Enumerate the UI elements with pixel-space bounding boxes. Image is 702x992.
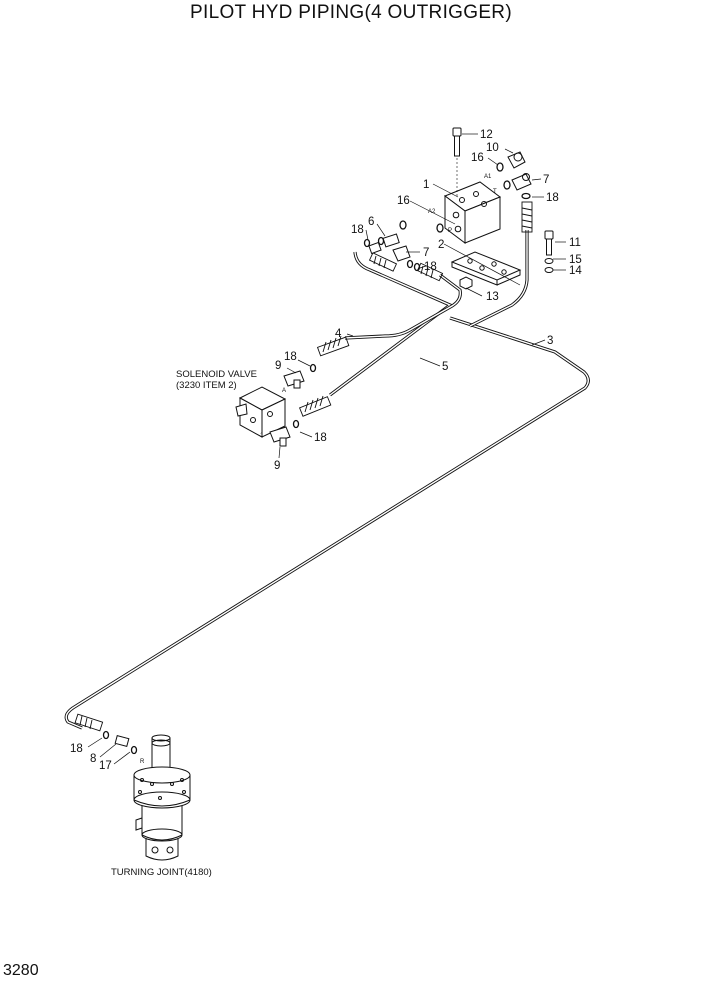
elbow-7-top [511,173,532,191]
callout-8: 8 [90,753,96,765]
turning-joint [133,734,191,861]
o-rings-solenoid [292,363,317,429]
solenoid-valve-ref: (3230 ITEM 2) [176,380,237,391]
callout-18-top-right: 18 [546,192,559,204]
callout-6: 6 [368,216,374,228]
nut-13 [459,276,473,290]
elbow-7-mid [392,245,411,262]
turning-joint-label: TURNING JOINT(4180) [111,867,212,878]
callout-18-solenoid-bottom: 18 [314,432,327,444]
callout-17: 17 [99,760,112,772]
callout-4: 4 [335,328,342,340]
hose-end-top-left [368,252,398,272]
washer-15 [544,258,554,264]
hose-end-5 [299,395,332,417]
tube-5 [329,251,454,397]
solenoid-valve-label: SOLENOID VALVE [176,369,257,380]
leader-lines [87,133,566,765]
tee-9-bottom [269,426,291,447]
port-label-r: R [140,759,145,765]
port-label-1: 1 [260,433,264,439]
page-number: 3280 [3,962,39,979]
bolt-11 [544,230,554,256]
solenoid-valve [235,386,287,438]
mounting-plate [450,251,522,286]
callout-16-mid: 16 [397,195,410,207]
callout-18-solenoid-top: 18 [284,351,297,363]
hose-end-bottom [74,713,104,732]
callout-1: 1 [423,179,429,191]
callout-16-top: 16 [471,152,484,164]
callout-14: 14 [569,265,582,277]
callout-15: 15 [569,254,582,266]
callout-7-mid: 7 [423,247,429,259]
adapter-6 [382,233,400,248]
port-label-a: A [282,388,286,394]
fittings-bottom [102,730,138,755]
port-label-a2: A2 [428,209,436,215]
valve-block [443,181,502,244]
callout-18-bottom: 18 [70,743,83,755]
solenoid-valve-note: SOLENOID VALVE (3230 ITEM 2) [176,369,257,391]
tube-3 [64,230,590,730]
port-label-t: T [493,189,497,195]
fitting-left [368,241,382,255]
callout-13: 13 [486,291,499,303]
callout-18-left: 18 [351,224,364,236]
tube-4 [344,273,462,340]
callout-7-top: 7 [543,174,549,186]
callout-10: 10 [486,142,499,154]
callout-2: 2 [438,239,444,251]
page-title: PILOT HYD PIPING(4 OUTRIGGER) [190,2,512,23]
callout-18-mid: 18 [424,261,437,273]
callout-3: 3 [547,335,553,347]
callout-12: 12 [480,129,493,141]
callout-11: 11 [569,237,581,249]
tee-9-top [283,370,305,389]
washer-14 [544,267,554,273]
elbow-10 [507,151,526,169]
callout-9-top: 9 [275,360,281,372]
port-label-p: P [448,228,452,234]
hose-end-4 [316,335,350,357]
hose-end-right [521,201,533,233]
port-label-a1: A1 [484,174,492,180]
callout-5: 5 [442,361,448,373]
bolt-12 [452,127,462,196]
callout-9-bottom: 9 [274,460,280,472]
